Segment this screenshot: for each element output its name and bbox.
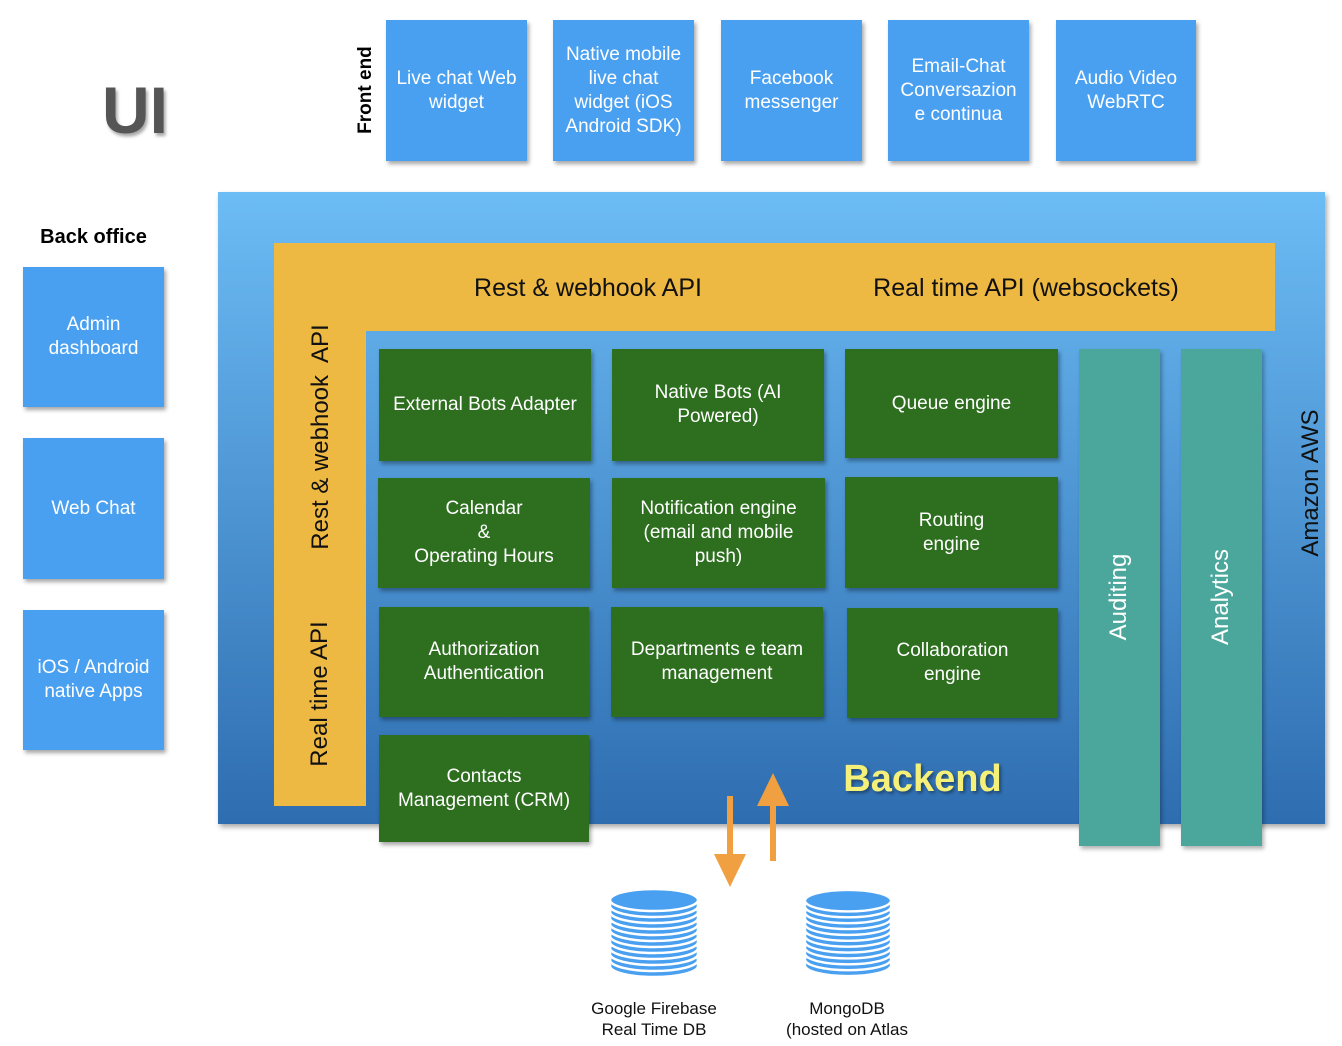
back-office-label: Back office (40, 226, 147, 248)
email-chat-box: Email-Chat Conversazion e continua (888, 20, 1029, 161)
api-bar-top (274, 243, 1275, 331)
notification-engine-box: Notification engine (email and mobile pu… (612, 478, 825, 588)
real-time-api-side-label: Real time API (306, 621, 333, 767)
rest-webhook-api-side-label: Rest & webhook API (307, 324, 334, 550)
data-flow-arrows (714, 773, 789, 887)
departments-box: Departments e team management (611, 607, 823, 717)
arrow-down-icon (714, 796, 746, 887)
authorization-box: Authorization Authentication (379, 607, 589, 717)
live-chat-web-widget-box: Live chat Web widget (386, 20, 527, 161)
calendar-hours-box: Calendar & Operating Hours (378, 478, 590, 588)
collaboration-engine-box: Collaboration engine (847, 608, 1058, 718)
audio-video-webrtc-box: Audio Video WebRTC (1056, 20, 1196, 161)
native-mobile-widget-box: Native mobile live chat widget (iOS Andr… (553, 20, 694, 161)
firebase-database-label: Google Firebase Real Time DB (591, 999, 717, 1039)
facebook-messenger-box: Facebook messenger (721, 20, 862, 161)
api-bar-side (274, 243, 366, 806)
analytics-column (1181, 349, 1262, 846)
backend-label: Backend (843, 758, 1002, 800)
contacts-crm-box: Contacts Management (CRM) (379, 735, 589, 842)
ui-heading: UI (102, 73, 168, 147)
arrow-up-icon (757, 773, 789, 861)
real-time-api-label: Real time API (websockets) (873, 274, 1179, 302)
native-apps-box: iOS / Android native Apps (23, 610, 164, 750)
mongodb-database-label: MongoDB (hosted on Atlas (786, 999, 908, 1039)
web-chat-box: Web Chat (23, 438, 164, 579)
native-bots-box: Native Bots (AI Powered) (612, 349, 824, 461)
external-bots-adapter-box: External Bots Adapter (379, 349, 591, 461)
auditing-label: Auditing (1105, 553, 1132, 641)
admin-dashboard-box: Admin dashboard (23, 267, 164, 407)
amazon-aws-label: Amazon AWS (1297, 409, 1324, 557)
queue-engine-box: Queue engine (845, 349, 1058, 458)
routing-engine-box: Routing engine (845, 477, 1058, 588)
mongodb-database-icon (803, 888, 893, 978)
front-end-label: Front end (355, 46, 376, 134)
analytics-label: Analytics (1207, 548, 1234, 646)
rest-webhook-api-label: Rest & webhook API (474, 274, 702, 302)
firebase-database-icon (608, 887, 700, 978)
auditing-column (1079, 349, 1160, 846)
